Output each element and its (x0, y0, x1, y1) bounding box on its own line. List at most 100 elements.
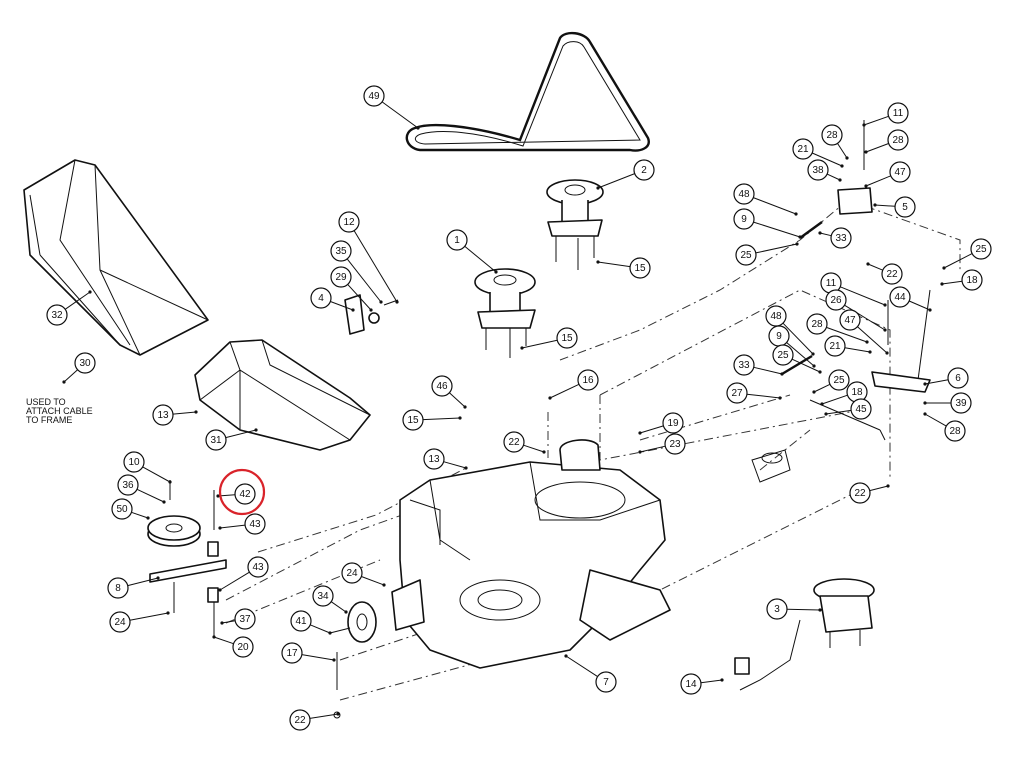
callout-leaders (62, 101, 973, 719)
callout-c41: 41 (290, 610, 312, 632)
callout-number: 22 (854, 488, 866, 499)
callout-bubble (281, 642, 303, 664)
leader-point (864, 184, 868, 188)
callout-number: 23 (669, 439, 681, 450)
spindle-assembly (474, 268, 536, 358)
leader-point (194, 410, 198, 414)
callout-c22a: 22 (503, 431, 525, 453)
leader-point (780, 372, 784, 376)
leader-point (818, 608, 822, 612)
callout-bubble (825, 289, 847, 311)
callout-number: 28 (826, 130, 838, 141)
leader-line (865, 175, 891, 187)
leader-point (520, 346, 524, 350)
leader-point (62, 380, 66, 384)
callout-c9b: 9 (768, 325, 790, 347)
callout-c24b: 24 (341, 562, 363, 584)
callout-c25a: 25 (735, 244, 757, 266)
callout-bubble (46, 304, 68, 326)
callout-number: 43 (252, 562, 264, 573)
leader-point (564, 654, 568, 658)
callout-bubble (850, 398, 872, 420)
callout-c17: 17 (281, 642, 303, 664)
callout-number: 41 (295, 616, 307, 627)
leader-point (818, 370, 822, 374)
callout-c37: 37 (234, 608, 256, 630)
callout-c12: 12 (338, 211, 360, 233)
leader-point (812, 364, 816, 368)
callout-bubble (766, 598, 788, 620)
callout-bubble (290, 610, 312, 632)
leader-point (868, 350, 872, 354)
highlight-circle (218, 468, 266, 516)
callout-c50: 50 (111, 498, 133, 520)
leader-line (812, 152, 843, 167)
spindle-assembly-top (546, 179, 604, 270)
leader-point (866, 262, 870, 266)
callout-bubble (807, 159, 829, 181)
leader-line (863, 115, 889, 126)
callout-c43b: 43 (247, 556, 269, 578)
leader-point (382, 583, 386, 587)
leader-point (886, 484, 890, 488)
leader-line (943, 253, 973, 269)
callout-c33a: 33 (830, 227, 852, 249)
leader-line (786, 608, 821, 611)
callout-bubble (330, 266, 352, 288)
leader-point (168, 480, 172, 484)
callout-bubble (792, 138, 814, 160)
callout-bubble (431, 375, 453, 397)
leader-point (458, 416, 462, 420)
callout-number: 1 (454, 235, 460, 246)
callout-c20: 20 (232, 636, 254, 658)
callout-number: 39 (955, 398, 967, 409)
carriage-bolt (333, 652, 341, 719)
leader-point (811, 352, 815, 356)
callout-c13a: 13 (152, 404, 174, 426)
callout-c10: 10 (123, 451, 145, 473)
leader-point (216, 494, 220, 498)
callout-number: 42 (239, 489, 251, 500)
callout-bubble (726, 382, 748, 404)
leader-point (864, 150, 868, 154)
callout-number: 19 (667, 418, 679, 429)
callout-number: 28 (811, 319, 823, 330)
leader-point (820, 402, 824, 406)
callout-number: 18 (966, 275, 978, 286)
leader-line (819, 232, 832, 237)
leader-line (782, 322, 814, 355)
callout-bubbles: 4921123529432301331461522161923131515103… (46, 85, 992, 731)
leader-line (941, 280, 963, 285)
callout-bubble (733, 183, 755, 205)
leader-line (142, 466, 171, 483)
callout-c7: 7 (595, 671, 617, 693)
callout-bubble (556, 327, 578, 349)
callout-number: 35 (335, 246, 347, 257)
callout-bubble (577, 369, 599, 391)
callout-number: 11 (893, 108, 904, 119)
leader-line (309, 713, 339, 719)
leader-line (521, 339, 558, 349)
callout-c27: 27 (726, 382, 748, 404)
leader-line (310, 624, 331, 634)
callout-number: 6 (955, 373, 961, 384)
callout-c34: 34 (312, 585, 334, 607)
discharge-chute (23, 159, 209, 356)
leader-line (330, 301, 354, 311)
callout-c4: 4 (310, 287, 332, 309)
leader-line (213, 636, 234, 645)
leader-point (923, 401, 927, 405)
callout-bubble (503, 431, 525, 453)
callout-c9a: 9 (733, 208, 755, 230)
callout-number: 27 (731, 388, 743, 399)
leader-point (212, 635, 216, 639)
callout-c28c: 28 (806, 313, 828, 335)
belt (405, 31, 650, 152)
leader-line (753, 197, 797, 215)
callout-bubble (824, 335, 846, 357)
leader-point (88, 290, 92, 294)
leader-point (798, 235, 802, 239)
callout-bubble (595, 671, 617, 693)
leader-line (301, 654, 335, 661)
callout-bubble (849, 482, 871, 504)
